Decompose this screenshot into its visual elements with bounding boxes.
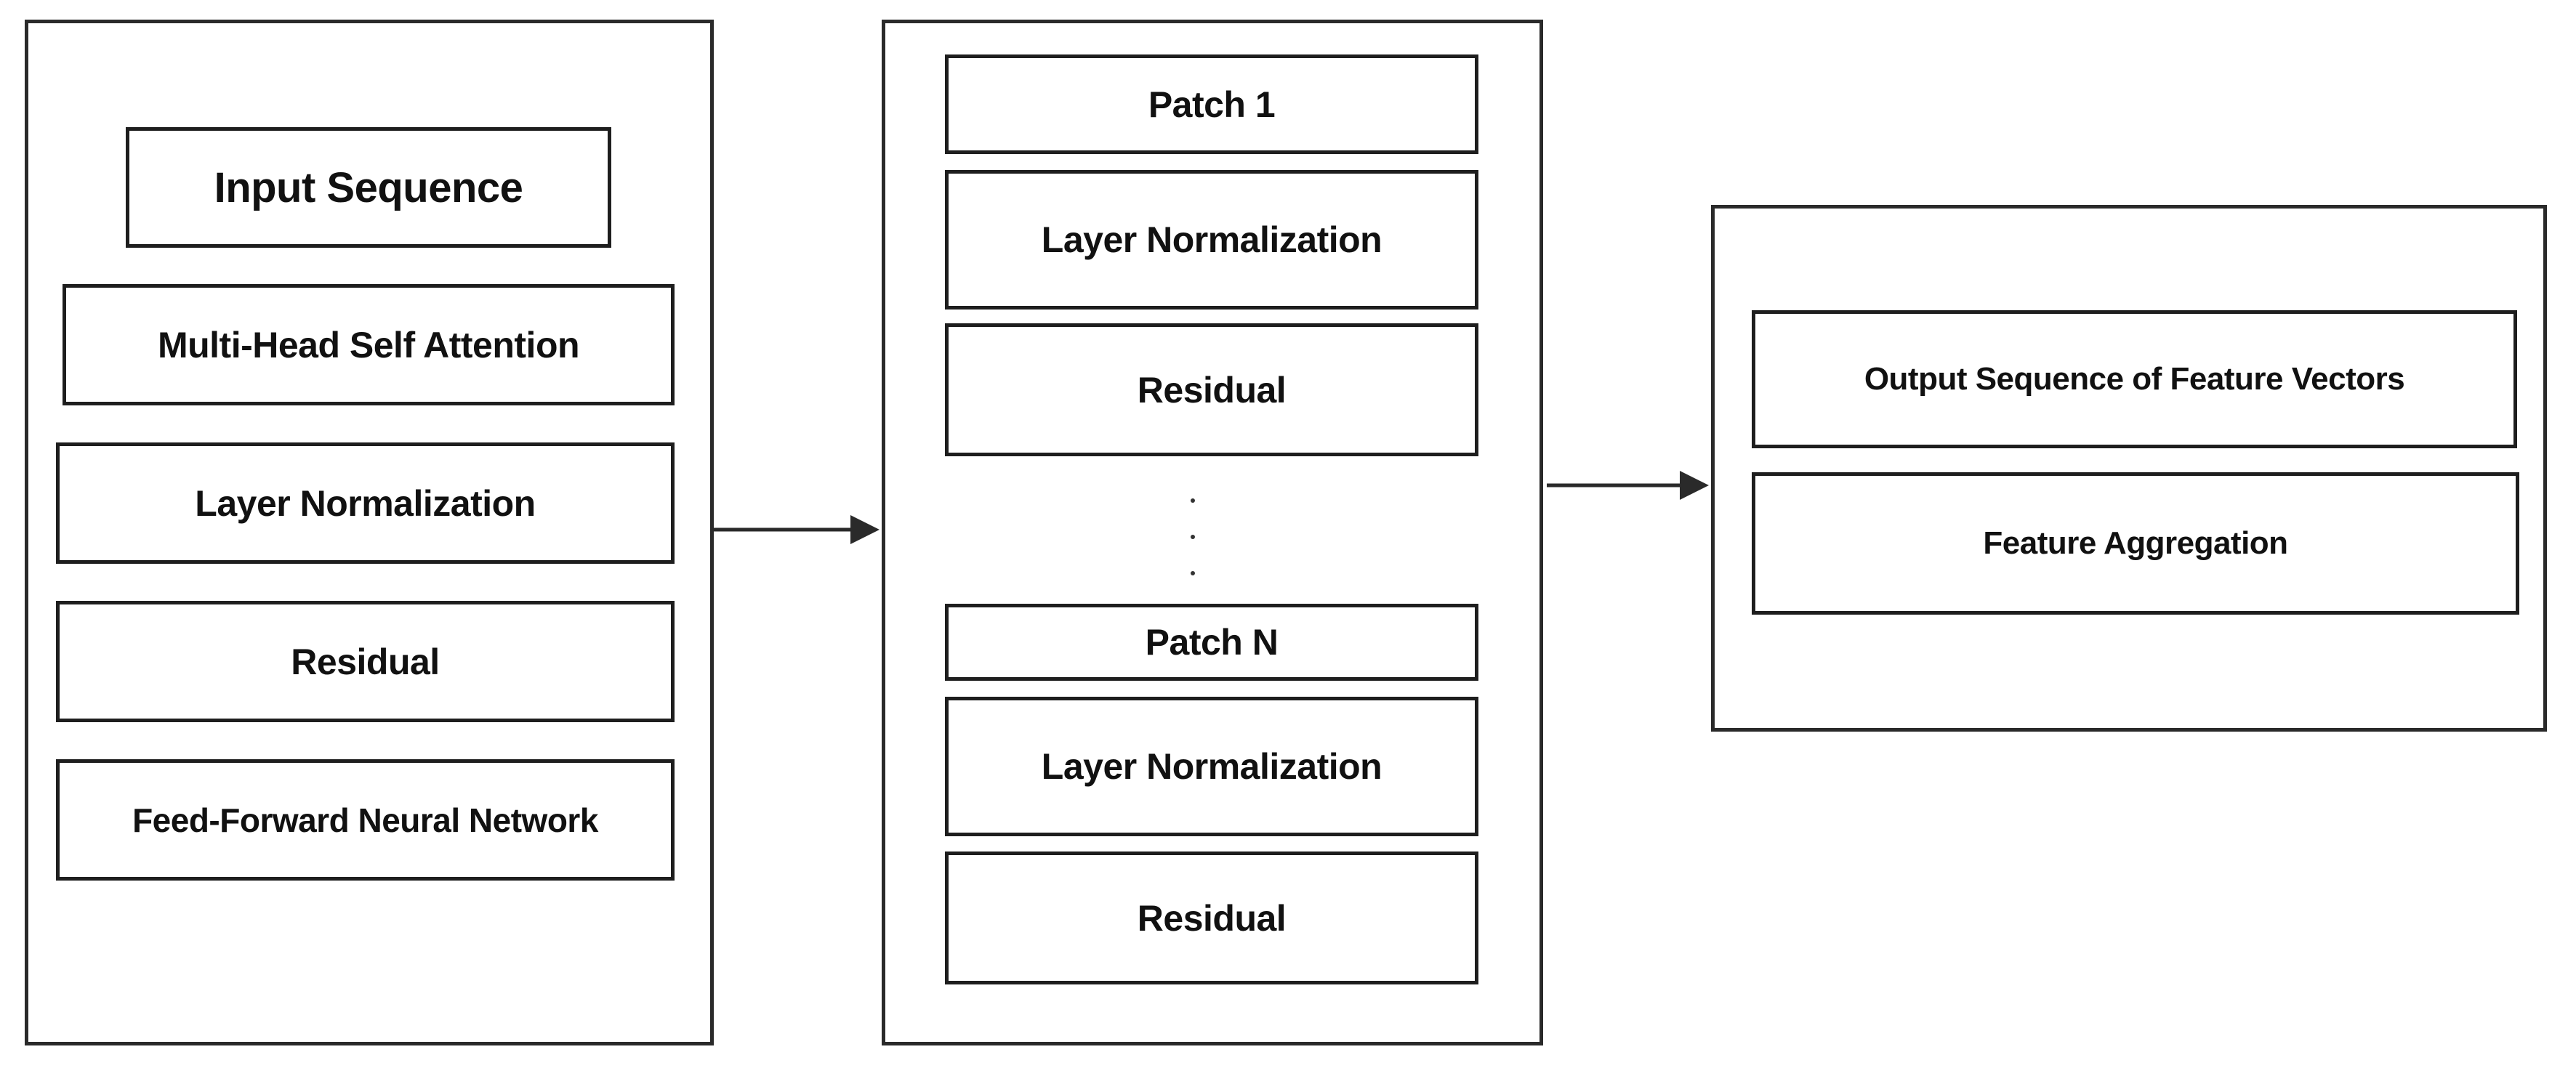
patch-1-label: Patch 1 (1148, 84, 1276, 125)
ellipsis-dot (1191, 535, 1195, 539)
patch-1-residual-box: Residual (945, 323, 1478, 456)
patch-n-layer-norm-box: Layer Normalization (945, 697, 1478, 836)
input-sequence-box: Input Sequence (126, 127, 611, 248)
mhsa-box: Multi-Head Self Attention (63, 284, 675, 405)
patch-1-layer-norm-label: Layer Normalization (1041, 219, 1382, 260)
patch-n-label: Patch N (1145, 622, 1279, 663)
ellipsis-dot (1191, 498, 1195, 503)
mhsa-label: Multi-Head Self Attention (157, 324, 580, 365)
residual-label: Residual (291, 641, 440, 682)
patch-n-residual-label: Residual (1137, 897, 1287, 939)
input-sequence-label: Input Sequence (214, 163, 523, 211)
ellipsis-dot (1191, 571, 1195, 575)
ffnn-box: Feed-Forward Neural Network (56, 759, 675, 881)
patch-n-box: Patch N (945, 604, 1478, 681)
ffnn-label: Feed-Forward Neural Network (132, 801, 598, 839)
feature-aggregation-box: Feature Aggregation (1752, 472, 2519, 615)
patch-1-box: Patch 1 (945, 54, 1478, 154)
output-sequence-box: Output Sequence of Feature Vectors (1752, 310, 2517, 448)
output-sequence-label: Output Sequence of Feature Vectors (1864, 361, 2405, 397)
patch-1-residual-label: Residual (1137, 369, 1287, 410)
feature-aggregation-label: Feature Aggregation (1983, 525, 2288, 561)
layer-norm-box: Layer Normalization (56, 442, 675, 564)
patch-n-residual-box: Residual (945, 852, 1478, 984)
output-panel (1711, 205, 2547, 732)
patch-1-layer-norm-box: Layer Normalization (945, 170, 1478, 310)
residual-box: Residual (56, 601, 675, 722)
patch-n-layer-norm-label: Layer Normalization (1041, 746, 1382, 787)
layer-norm-label: Layer Normalization (195, 482, 536, 524)
